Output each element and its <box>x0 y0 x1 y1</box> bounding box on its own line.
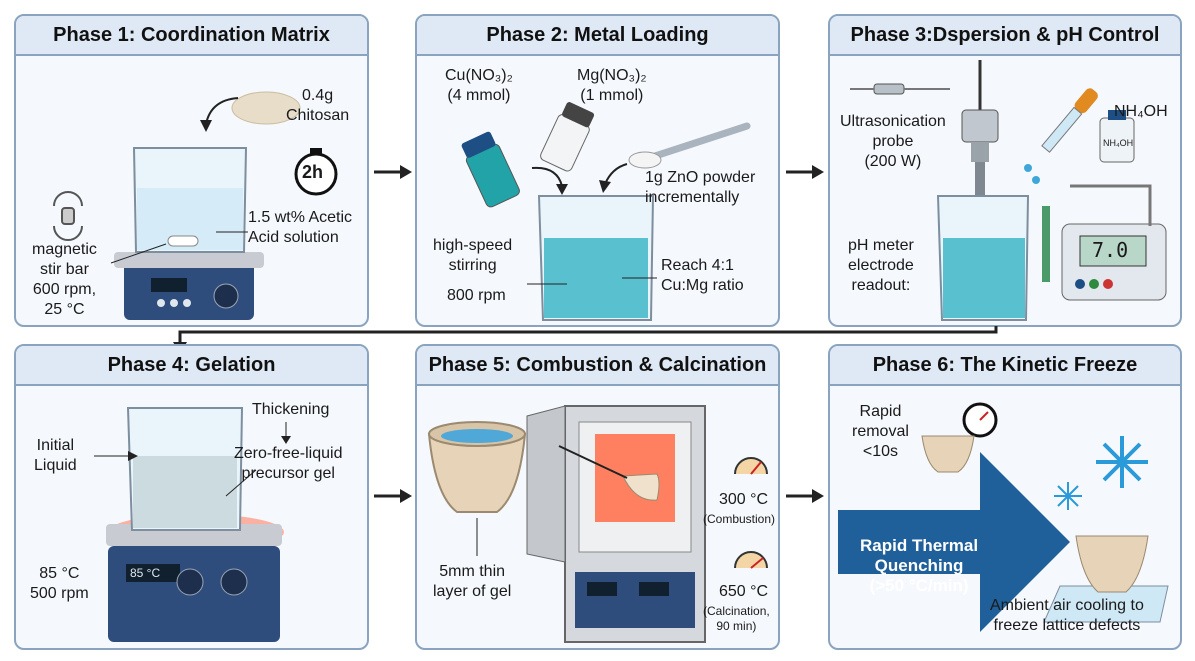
phase-1-illustration <box>53 91 338 320</box>
magnesium-nitrate-vial <box>540 102 595 172</box>
phase-6-panel: Phase 6: The Kinetic Freeze Rapid remova… <box>828 344 1182 650</box>
phase-2-illustration <box>461 102 751 321</box>
temp-label: 85 °C 500 rpm <box>30 565 89 602</box>
ammonia-label: NH₄OH <box>1114 103 1168 120</box>
crucible <box>427 421 527 513</box>
ph-meter <box>1042 184 1167 301</box>
stirring-label: high-speed stirring <box>433 237 513 274</box>
stir-bar <box>167 235 199 247</box>
quench-arrow <box>838 452 1070 632</box>
arrow-2-3 <box>786 165 824 179</box>
phase-3-illustration <box>850 60 1167 321</box>
thickening-label: Thickening <box>252 401 330 418</box>
phase-5-illustration <box>427 405 768 643</box>
crucible-removed <box>921 435 975 473</box>
phase-1-title: Phase 1: Coordination Matrix <box>16 16 367 56</box>
phase-2-title: Phase 2: Metal Loading <box>417 16 778 56</box>
arrow-4-5 <box>374 489 412 503</box>
stir-label: magnetic stir bar 600 rpm, 25 °C <box>32 241 97 318</box>
initial-label: Initial Liquid <box>34 437 77 474</box>
muffle-furnace <box>526 405 706 643</box>
phase-3-panel: Phase 3:Dspersion & pH Control <box>828 14 1182 327</box>
timer-label: 2h <box>302 162 324 182</box>
arrow-5-6 <box>786 489 824 503</box>
gel <box>133 456 237 528</box>
combustion-label: (Combustion) <box>703 512 776 526</box>
snowflake-small-icon <box>1054 482 1082 510</box>
spatula <box>628 122 751 169</box>
ultrasonication-probe-icon <box>850 83 950 95</box>
quench-label: Rapid Thermal Quenching (>50 °C/min) <box>860 536 979 595</box>
calcination-label: (Calcination, 90 min) <box>703 604 770 633</box>
gauge-icon-650 <box>734 551 768 569</box>
phase-6-illustration <box>838 402 1169 632</box>
arrow-1-2 <box>374 165 412 179</box>
chitosan-powder <box>231 91 301 125</box>
chitosan-label: 0.4g Chitosan <box>286 87 350 124</box>
acetic-label: 1.5 wt% Acetic Acid solution <box>248 209 353 246</box>
phase-4-illustration <box>94 407 291 642</box>
rotation-icon <box>53 191 83 241</box>
cu-label: Cu(NO₃)₂ (4 mmol) <box>445 67 513 104</box>
phase-2-panel: Phase 2: Metal Loading <box>415 14 780 327</box>
gel-label: Zero-free-liquid precursor gel <box>234 445 343 482</box>
zno-label: 1g ZnO powder incrementally <box>645 169 756 206</box>
ratio-label: Reach 4:1 Cu:Mg ratio <box>661 257 744 294</box>
dropper-icon <box>1041 88 1098 153</box>
phase-3-title: Phase 3:Dspersion & pH Control <box>830 16 1180 56</box>
temp-650-label: 650 °C <box>719 583 769 600</box>
mg-label: Mg(NO₃)₂ (1 mmol) <box>577 67 647 104</box>
phase-4-title: Phase 4: Gelation <box>16 346 367 386</box>
gauge-icon-300 <box>734 457 768 475</box>
phase-6-title: Phase 6: The Kinetic Freeze <box>830 346 1180 386</box>
phase-5-title: Phase 5: Combustion & Calcination <box>417 346 778 386</box>
removal-label: Rapid removal <10s <box>852 403 909 460</box>
ph-display: 7.0 <box>1092 238 1129 262</box>
gel-layer-label: 5mm thin layer of gel <box>433 563 512 600</box>
ph-label: pH meter electrode readout: <box>848 237 914 294</box>
rpm-label: 800 rpm <box>447 287 506 304</box>
probe-label: Ultrasonication probe (200 W) <box>840 113 946 170</box>
temp-300-label: 300 °C <box>719 491 769 508</box>
phase-5-panel: Phase 5: Combustion & Calcination <box>415 344 780 650</box>
phase-1-panel: Phase 1: Coordination Matrix <box>14 14 369 327</box>
phase-4-panel: Phase 4: Gelation Thickening Zero-free-l… <box>14 344 369 650</box>
snowflake-icon <box>1096 436 1148 488</box>
hotplate-display: 85 °C <box>130 566 161 580</box>
bottle-text: NH₄OH <box>1103 138 1134 148</box>
copper-nitrate-vial <box>461 131 520 208</box>
crucible-cooling <box>1075 535 1149 593</box>
ambient-label: Ambient air cooling to freeze lattice de… <box>990 597 1144 634</box>
